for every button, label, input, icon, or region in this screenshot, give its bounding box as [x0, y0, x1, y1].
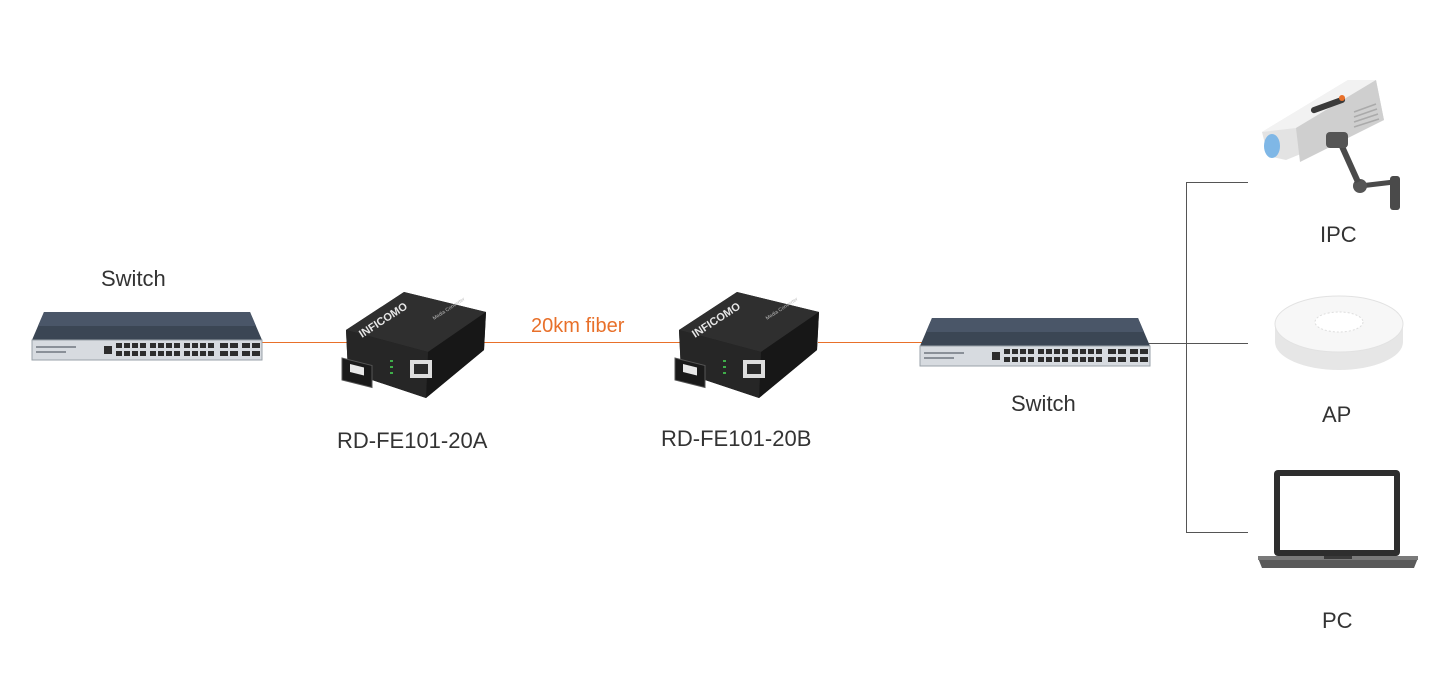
- switch-left-icon: [31, 312, 263, 361]
- laptop-icon: [1258, 470, 1418, 568]
- fiber-label: 20km fiber: [531, 315, 625, 337]
- switch-left: [30, 310, 264, 362]
- ap-label: AP: [1322, 402, 1352, 427]
- branch-line-ipc: [1186, 182, 1248, 183]
- switch-right-label: Switch: [1011, 391, 1076, 416]
- link-converter-b-to-switch: [818, 342, 924, 343]
- ipc-label: IPC: [1320, 222, 1357, 247]
- converter-b-icon: INFICOMO Media Converter: [674, 292, 819, 398]
- branch-line-pc: [1186, 532, 1248, 533]
- access-point-icon: [1274, 295, 1404, 370]
- pc-label: PC: [1322, 608, 1353, 633]
- converter-b: INFICOMO Media Converter: [667, 290, 821, 402]
- link-switch-to-branch: [1148, 343, 1186, 344]
- switch-right: [918, 316, 1152, 368]
- ipc-camera-icon: [1262, 80, 1400, 210]
- ap-device: [1272, 290, 1406, 374]
- link-switch-to-converter-a: [262, 342, 352, 343]
- branch-line-ap: [1186, 343, 1248, 344]
- converter-a: INFICOMO Media Converter: [334, 290, 488, 402]
- converter-a-icon: INFICOMO Media Converter: [341, 292, 486, 398]
- branch-vertical-line: [1186, 182, 1187, 533]
- ipc-camera: [1256, 76, 1408, 212]
- switch-right-icon: [919, 318, 1151, 367]
- switch-left-label: Switch: [101, 266, 166, 291]
- fiber-link: [484, 342, 684, 343]
- converter-a-label: RD-FE101-20A: [337, 428, 488, 453]
- pc-laptop: [1258, 468, 1420, 570]
- converter-b-label: RD-FE101-20B: [661, 426, 812, 451]
